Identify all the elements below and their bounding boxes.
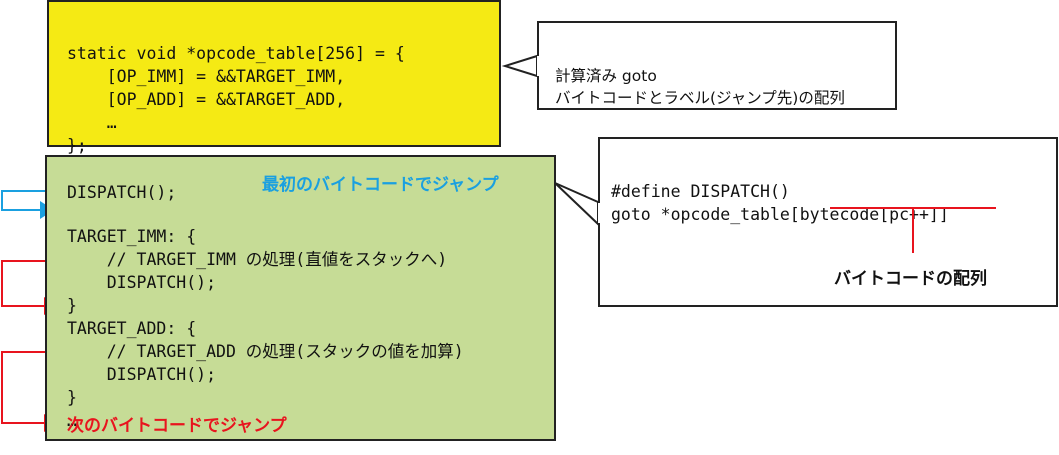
bytecode-bracket (830, 207, 996, 253)
code-line: // TARGET_ADD の処理(スタックの値を加算) (67, 342, 464, 361)
dispatch-code-box (45, 155, 556, 441)
callout-table (537, 21, 897, 110)
code-line: [OP_ADD] = &&TARGET_ADD, (67, 90, 346, 109)
bytecode-array-label: バイトコードの配列 (834, 269, 987, 289)
opcode-table-code: static void *opcode_table[256] = { [OP_I… (67, 19, 405, 180)
callout-line: バイトコードとラベル(ジャンプ先)の配列 (555, 89, 845, 107)
code-line: goto *opcode_table[bytecode[pc++]] (611, 205, 949, 224)
callout-line: 計算済み goto (555, 67, 657, 85)
opcode-table-box (47, 0, 501, 147)
code-line: TARGET_IMM: { (67, 227, 197, 246)
next-jump-label: 次のバイトコードでジャンプ (67, 416, 287, 436)
code-line: TARGET_ADD: { (67, 319, 197, 338)
code-line: #define DISPATCH() (611, 182, 790, 201)
code-line: DISPATCH(); (67, 365, 217, 384)
code-line: … (67, 113, 117, 132)
callout-macro (598, 137, 1058, 307)
code-line: DISPATCH(); (67, 273, 217, 292)
code-line: }; (67, 136, 87, 155)
callout-table-text: 計算済み goto バイトコードとラベル(ジャンプ先)の配列 (555, 43, 845, 131)
code-line: // TARGET_IMM の処理(直値をスタックへ) (67, 250, 448, 269)
dispatch-code: DISPATCH(); TARGET_IMM: { // TARGET_IMM の… (67, 158, 464, 455)
code-line: static void *opcode_table[256] = { (67, 44, 405, 63)
code-line: … (67, 411, 77, 430)
code-line: [OP_IMM] = &&TARGET_IMM, (67, 67, 346, 86)
macro-code: #define DISPATCH() goto *opcode_table[byt… (611, 157, 949, 249)
first-jump-label: 最初のバイトコードでジャンプ (262, 175, 499, 195)
code-line: DISPATCH(); (67, 183, 177, 202)
code-line: } (67, 388, 77, 407)
code-line: } (67, 296, 77, 315)
